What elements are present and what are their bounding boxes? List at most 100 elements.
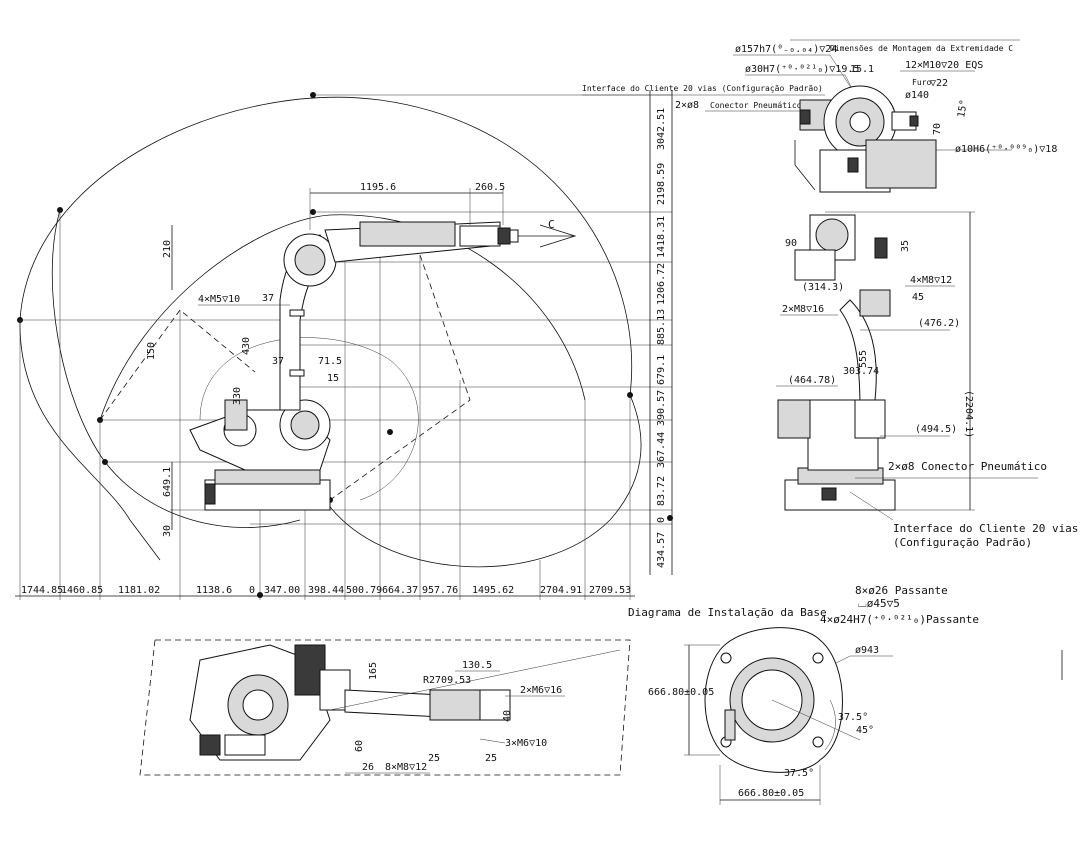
- flange-holes: 12×M10▽20 EQS: [905, 60, 983, 71]
- hdim-398-44: 398.44: [308, 585, 344, 596]
- rear-d464: (464.78): [788, 375, 836, 386]
- base-d943: ø943: [855, 645, 879, 656]
- rear-d476: (476.2): [918, 318, 960, 329]
- base-width-h: 666.80±0.05: [738, 788, 804, 799]
- envelope-dashed-path-2: [329, 254, 471, 501]
- robot-side-illustration: [189, 221, 519, 511]
- rear-d314: (314.3): [802, 282, 844, 293]
- customer-interface-right-1: Interface do Cliente 20 vias: [893, 522, 1078, 535]
- envelope-inner-arc-1: [99, 214, 586, 421]
- hdim-1181-02: 1181.02: [118, 585, 160, 596]
- dim-330: 330: [232, 387, 243, 405]
- hdim-500-79: 500.79: [346, 585, 382, 596]
- hdim-2704-91: 2704.91: [540, 585, 582, 596]
- end-mount-title: Dimensões de Montagem da Extremidade C: [830, 44, 1013, 53]
- dim-430: 430: [241, 337, 252, 355]
- top-m6-16: 2×M6▽16: [520, 685, 562, 696]
- envelope-inner-arc-2: [51, 209, 106, 463]
- base-a37-5b: 37.5°: [784, 768, 814, 779]
- vdim-679-1: 679.1: [656, 355, 667, 385]
- customer-interface-right-2: (Configuração Padrão): [893, 536, 1032, 549]
- rear-view: 90 35 (314.3) 4×M8▽12 45 2×M8▽16 (476.2)…: [776, 211, 1078, 549]
- base-holes-26: 8×ø26 Passante: [855, 584, 948, 597]
- hdim-1460-85: 1460.85: [61, 585, 103, 596]
- vdim-0: 0: [656, 517, 667, 523]
- flange-illustration: [799, 85, 937, 193]
- rear-d45: 45: [912, 292, 924, 303]
- dim-arm-length: 1195.6: [360, 182, 396, 193]
- vdim-2198-59: 2198.59: [656, 163, 667, 205]
- base-holes-24: 4×ø24H7(⁺⁰·⁰²¹₀)Passante: [820, 613, 979, 626]
- pneumatic-qty-top: 2×ø8: [675, 100, 699, 111]
- furo-label: Furo: [912, 78, 931, 87]
- top-view: 130.5 165 R2709.53 2×M6▽16 40 60 25 25 3…: [139, 639, 631, 776]
- rear-robot-illustration: [777, 214, 896, 511]
- top-view-dashed-boundary: [139, 639, 631, 776]
- hdim-1495-62: 1495.62: [472, 585, 514, 596]
- dim-37b: 37: [272, 356, 284, 367]
- rear-d90: 90: [785, 238, 797, 249]
- customer-interface-label-top: Interface do Cliente 20 vias (Configuraç…: [582, 84, 823, 93]
- dim-649-1: 649.1: [162, 467, 173, 497]
- envelope-point: [667, 515, 673, 521]
- hdim-664-37: 664.37: [382, 585, 418, 596]
- top-d165: 165: [368, 662, 379, 680]
- top-d26: 26: [362, 762, 374, 773]
- hdim-0: 0: [249, 585, 255, 596]
- top-d130: 130.5: [462, 660, 492, 671]
- vdim-1418-31: 1418.31: [656, 216, 667, 258]
- dim-210: 210: [162, 240, 173, 258]
- vdim-83-72: 83.72: [656, 476, 667, 506]
- dim-37a: 37: [262, 293, 274, 304]
- view-c-label: C: [548, 218, 555, 231]
- side-view: C 1195.6 260.5 210 4×M5▽10 37 15 0 430 37…: [15, 90, 673, 600]
- top-d60: 60: [354, 740, 365, 752]
- flange-d157: ø157h7(⁰₋₀.₀₄)▽24: [735, 44, 837, 55]
- envelope-left-arc: [19, 319, 161, 561]
- holes-m5: 4×M5▽10: [198, 294, 240, 305]
- base-spot: ⌴ø45▽5: [858, 597, 900, 610]
- rear-d555: 555: [858, 350, 869, 368]
- vdim-1206-72: 1206.72: [656, 263, 667, 305]
- rear-d303: 303.74: [843, 366, 879, 377]
- pneumatic-label-top: Conector Pneumático: [710, 101, 802, 110]
- dim-tool-length: 260.5: [475, 182, 505, 193]
- rear-d35: 35: [900, 240, 911, 252]
- top-d40: 40: [502, 710, 513, 722]
- flange-angle-15: 15°: [956, 99, 970, 119]
- flange-angle-15-1: 15.1: [850, 64, 874, 75]
- top-m8-12: 8×M8▽12: [385, 762, 427, 773]
- top-m6-10: 3×M6▽10: [505, 738, 547, 749]
- flange-depth: ▽22: [930, 78, 948, 89]
- hdim-957-76: 957.76: [422, 585, 458, 596]
- hdim-1744-85: 1744.85: [21, 585, 63, 596]
- rear-d2204: (2204.1): [963, 390, 974, 438]
- hdim-1138-6: 1138.6: [196, 585, 232, 596]
- flange-d30: ø30H7(⁺⁰·⁰²¹₀)▽19.5: [745, 64, 859, 75]
- vdim-434-57: 434.57: [656, 532, 667, 568]
- envelope-point: [387, 429, 393, 435]
- base-a37-5a: 37.5°: [838, 712, 868, 723]
- envelope-lower-arc: [324, 394, 642, 568]
- vdim-885-13: 885.13: [656, 309, 667, 345]
- base-view: Diagrama de Instalação da Base 8×ø26 Pas…: [628, 584, 979, 805]
- flange-d10: ø10H6(⁺⁰·⁰⁰⁹₀)▽18: [955, 144, 1057, 155]
- envelope-inner-arc-3: [104, 461, 301, 528]
- top-robot-illustration: [189, 644, 511, 761]
- base-a45: 45°: [856, 725, 874, 736]
- pneumatic-label-right: 2×ø8 Conector Pneumático: [888, 460, 1047, 473]
- flange-d140: ø140: [905, 90, 929, 101]
- rear-m8-12: 4×M8▽12: [910, 275, 952, 286]
- vdim-367-44: 367.44: [656, 432, 667, 468]
- base-width-v: 666.80±0.05: [648, 687, 714, 698]
- flange-70: 70: [932, 123, 943, 135]
- hdim-347-00: 347.00: [264, 585, 300, 596]
- top-d25b: 25: [485, 753, 497, 764]
- vdim-390-57: 390.57: [656, 390, 667, 426]
- dim-15: 15: [327, 373, 339, 384]
- top-d25a: 25: [428, 753, 440, 764]
- base-illustration: [704, 627, 843, 773]
- dim-30: 30: [162, 525, 173, 537]
- envelope-outer-arc: [19, 96, 633, 396]
